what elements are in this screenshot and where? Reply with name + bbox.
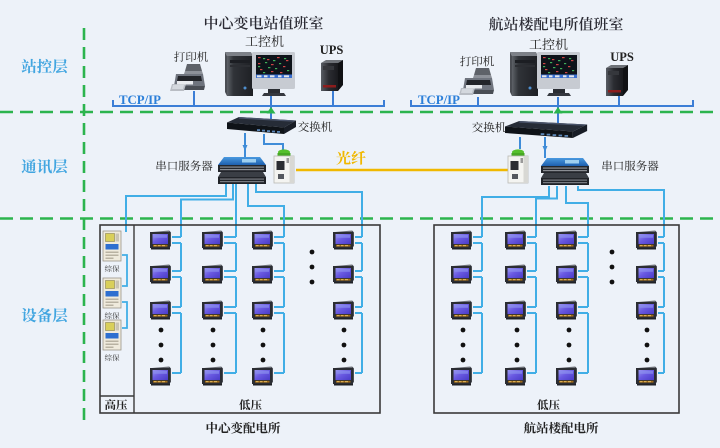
svg-text:UPS: UPS: [320, 43, 344, 57]
svg-text:TCP/IP: TCP/IP: [119, 93, 161, 107]
svg-text:UPS: UPS: [610, 50, 634, 64]
svg-text:TCP/IP: TCP/IP: [418, 93, 460, 107]
